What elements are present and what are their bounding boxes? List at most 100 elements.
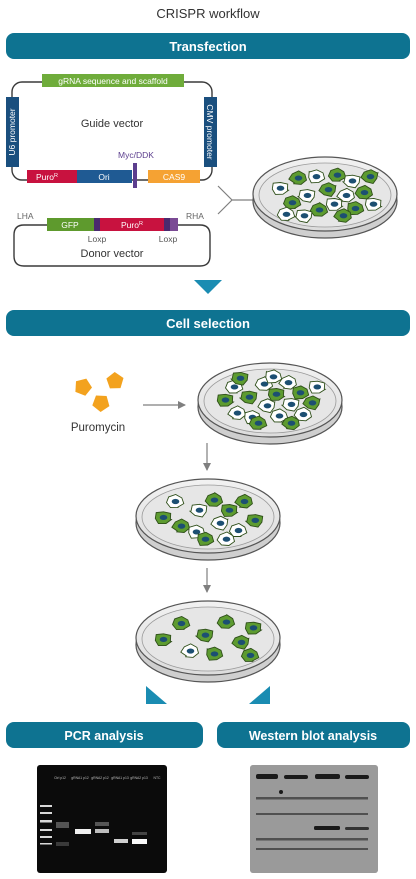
gel-lane-label: Ctrl p12 xyxy=(54,776,66,780)
blot-band xyxy=(315,774,340,779)
puromycin-icons xyxy=(75,372,124,412)
cell-nucleus xyxy=(237,639,246,645)
ladder-band xyxy=(40,812,52,814)
u6-promoter-label: U6 promoter xyxy=(7,108,17,155)
merge-arrow xyxy=(217,185,254,215)
u6-promoter-block xyxy=(6,97,19,167)
cell-nucleus xyxy=(230,384,239,390)
cell-nucleus xyxy=(222,536,231,542)
cell-nucleus xyxy=(254,420,263,426)
cell-nucleus xyxy=(296,390,305,396)
cell-nucleus xyxy=(177,620,186,627)
blot-band xyxy=(314,826,340,830)
cell-nucleus xyxy=(263,403,272,409)
gel-lane-label: gRNA1 p12 xyxy=(71,776,89,780)
cell-nucleus xyxy=(269,374,278,380)
tag-marker xyxy=(133,163,137,188)
cas9-label: CAS9 xyxy=(163,172,185,182)
gfp-block xyxy=(47,218,94,231)
gel-band xyxy=(56,822,69,828)
gel-band xyxy=(132,832,147,835)
pcr-label: PCR analysis xyxy=(64,729,143,743)
pentagon-icon xyxy=(75,378,92,396)
gel-band xyxy=(95,829,109,833)
cell-nucleus xyxy=(201,632,210,638)
ladder-band xyxy=(40,829,52,831)
cell-nucleus xyxy=(210,651,219,657)
western-blot-banner: Western blot analysis xyxy=(217,722,410,748)
petri-dish-selected xyxy=(135,600,281,683)
loxp-right-label: Loxp xyxy=(159,234,178,244)
pcr-banner: PCR analysis xyxy=(6,722,203,748)
cell-nucleus xyxy=(369,201,378,207)
gel-band xyxy=(56,842,69,846)
cell-nucleus xyxy=(233,410,242,416)
cell-nucleus xyxy=(313,384,322,390)
ladder-band xyxy=(40,836,52,838)
cell-nucleus xyxy=(282,211,291,217)
ladder-band xyxy=(40,805,52,807)
cell-nucleus xyxy=(360,189,369,196)
cell-nucleus xyxy=(333,172,342,178)
gel-band xyxy=(95,822,109,826)
blot-band xyxy=(345,827,369,830)
cell-selection-banner: Cell selection xyxy=(6,310,410,336)
blot-spot xyxy=(279,790,283,794)
petri-dish-selection-start xyxy=(197,362,343,445)
gel-lane-label: gRNA1 p13 xyxy=(111,776,129,780)
gel-band xyxy=(114,839,128,843)
cell-nucleus xyxy=(159,514,168,521)
puro-block xyxy=(27,170,77,183)
cmv-promoter-label: CMV promoter xyxy=(205,104,215,159)
cell-nucleus xyxy=(348,178,357,184)
cell-nucleus xyxy=(222,619,231,625)
gel-band xyxy=(132,839,147,844)
petri-dish-selection-mid xyxy=(135,478,281,561)
cell-nucleus xyxy=(236,375,245,381)
ori-block xyxy=(77,170,132,183)
cmv-promoter-block xyxy=(204,97,217,167)
cell-nucleus xyxy=(330,201,339,207)
cell-nucleus xyxy=(312,174,321,180)
donor-vector: LHA RHA GFP PuroR Loxp Loxp Donor vector xyxy=(13,211,211,267)
cell-nucleus xyxy=(288,200,297,206)
cell-nucleus xyxy=(245,394,254,400)
cell-nucleus xyxy=(225,507,234,513)
cell-nucleus xyxy=(186,648,195,654)
transfection-banner: Transfection xyxy=(6,33,410,59)
tag-label: Myc/DDK xyxy=(118,150,154,160)
cell-selection-label: Cell selection xyxy=(166,316,250,331)
donor-puro-label: PuroR xyxy=(121,220,143,230)
cell-nucleus xyxy=(216,520,225,526)
ladder-band xyxy=(40,843,52,845)
blot-band xyxy=(345,775,369,779)
blot-band xyxy=(256,838,368,841)
petri-dish-transfected xyxy=(252,156,398,239)
loxp-left-block xyxy=(94,218,100,231)
western-blot-image xyxy=(250,765,378,873)
donor-vector-label: Donor vector xyxy=(81,248,144,260)
pentagon-icon xyxy=(92,395,110,412)
pentagon-icon xyxy=(106,372,124,389)
cell-nucleus xyxy=(192,529,201,535)
grna-block xyxy=(42,74,184,87)
cell-nucleus xyxy=(366,174,375,180)
puromycin-label: Puromycin xyxy=(71,422,125,434)
lha-label: LHA xyxy=(17,211,34,221)
cell-nucleus xyxy=(275,413,284,419)
cell-nucleus xyxy=(201,536,210,542)
cell-nucleus xyxy=(171,498,180,505)
cell-nucleus xyxy=(251,517,260,523)
cell-nucleus xyxy=(234,527,243,534)
page-title: CRISPR workflow xyxy=(156,6,260,21)
cell-nucleus xyxy=(159,636,168,643)
cell-nucleus xyxy=(240,498,249,505)
blot-band xyxy=(256,813,368,815)
blot-band xyxy=(256,848,368,850)
rha-block xyxy=(170,218,178,231)
puro-label: PuroR xyxy=(36,172,58,182)
down-arrow-1 xyxy=(194,280,222,294)
cell-nucleus xyxy=(303,192,312,199)
cell-nucleus xyxy=(177,523,186,529)
